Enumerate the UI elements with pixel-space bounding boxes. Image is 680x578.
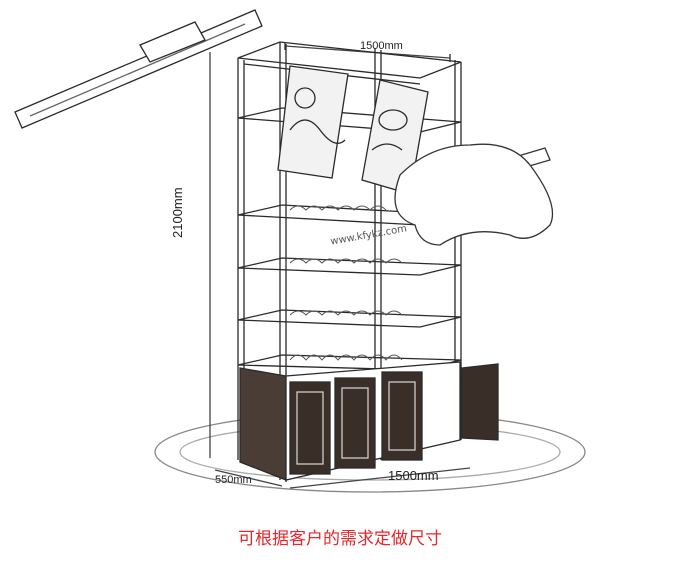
ruler-icon [14,9,263,129]
dimension-height: 2100mm [170,187,185,238]
cabinet-door-1 [289,381,331,475]
shelf-3 [237,257,462,276]
dimension-top-width: 1500mm [360,40,403,52]
shelf-4 [237,309,462,328]
caption: 可根据客户的需求定做尺寸 [238,529,442,549]
poster-left [277,65,349,179]
shelf-5 [237,354,462,371]
shelf-1 [237,107,462,133]
cabinet-base [239,361,499,481]
cabinet-door-3 [381,371,423,461]
dimension-depth: 550mm [215,474,252,486]
hand-pencil-icon [394,143,554,246]
cabinet-door-2 [334,377,376,469]
cabinet-door-open [461,363,499,441]
dimension-bottom-width: 1500mm [388,468,439,483]
